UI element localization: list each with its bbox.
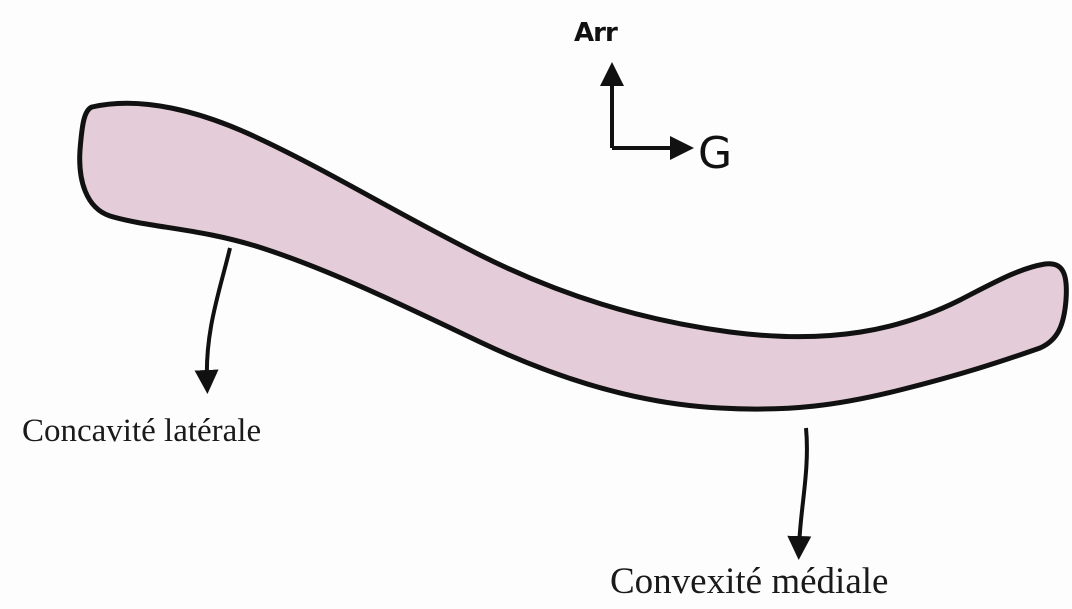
- orientation-up-label: Arr: [574, 18, 618, 48]
- bone-shape: [77, 100, 1069, 412]
- medial-convexity-label: Convexité médiale: [610, 561, 889, 602]
- lateral-concavity-label: Concavité latérale: [22, 413, 262, 449]
- lateral-leader-line: [194, 247, 232, 394]
- medial-leader-line: [787, 427, 812, 560]
- orientation-right-label: G: [698, 128, 733, 179]
